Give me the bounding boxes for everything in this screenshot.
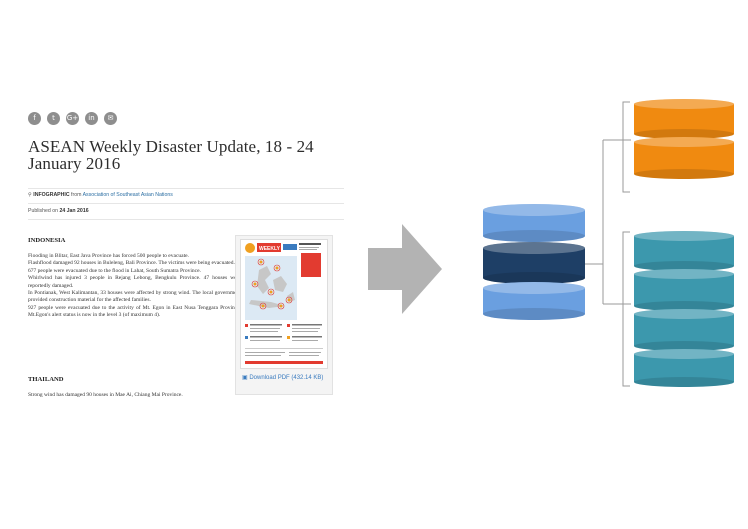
section-body-indonesia: Flooding in Blitar, East Java Province h… [28,253,241,320]
right-arrow-icon [368,224,442,314]
infographic-thumbnail[interactable]: WEEKLY [235,235,333,395]
paragraph: In Pontianak, West Kalimantan, 33 houses… [28,290,241,304]
source-database-icon [483,204,585,320]
divider [28,203,344,204]
paragraph: Flashflood damaged 92 houses in Buleleng… [28,260,235,267]
teal-db-disk [634,309,734,351]
infographic-preview[interactable]: WEEKLY [240,239,328,369]
email-icon[interactable]: ✉ [104,112,117,125]
database-split-diagram [483,99,734,387]
paragraph: Flooding in Blitar, East Java Province h… [28,253,189,259]
arrow-shape [368,224,442,314]
twitter-icon[interactable]: t [47,112,60,125]
paragraph: Whirlwind has injured 3 people in Rejang… [28,275,241,289]
google-plus-icon[interactable]: G+ [66,112,79,125]
section-heading-indonesia: INDONESIA [28,237,66,244]
download-pdf-label: Download PDF (432.14 KB) [249,375,324,381]
published-label: Published on [28,208,58,214]
type-label: INFOGRAPHIC [33,192,70,198]
teal-db-disk [634,269,734,311]
published-meta: Published on 24 Jan 2016 [28,208,89,214]
section-heading-thailand: THAILAND [28,376,64,383]
linkedin-icon[interactable]: in [85,112,98,125]
source-db-disk [483,242,585,284]
paragraph: Strong wind has damaged 90 houses in Mae… [28,392,183,398]
paragraph: 677 people were evacuated due to the flo… [28,267,201,274]
infographic-map-image: WEEKLY [245,243,323,364]
source-db-disk [483,204,585,242]
published-date: 24 Jan 2016 [59,208,89,214]
orange-db-disk [634,137,734,179]
divider [28,188,344,189]
pdf-icon: ▣ [242,375,248,381]
source-db-disk [483,282,585,320]
teal-db-disk [634,231,734,271]
type-meta: ⚲ INFOGRAPHIC from Association of Southe… [28,192,173,198]
teal-db-disk [634,349,734,387]
download-pdf-link[interactable]: ▣ Download PDF (432.14 KB) [242,374,323,381]
infographic-banner-text: WEEKLY [259,246,281,252]
source-link[interactable]: Association of Southeast Asian Nations [82,192,173,198]
orange-db-disk [634,99,734,139]
teal-database-icon [634,231,734,387]
orange-database-icon [634,99,734,179]
paragraph: 927 people were evacuated due to the act… [28,304,241,319]
connector-lines [585,101,631,387]
location-pin-icon: ⚲ [28,192,32,198]
section-body-thailand: Strong wind has damaged 90 houses in Mae… [28,392,241,399]
divider [28,219,344,220]
facebook-icon[interactable]: f [28,112,41,125]
from-label: from [71,192,82,198]
page-title: ASEAN Weekly Disaster Update, 18 - 24 Ja… [28,137,314,173]
